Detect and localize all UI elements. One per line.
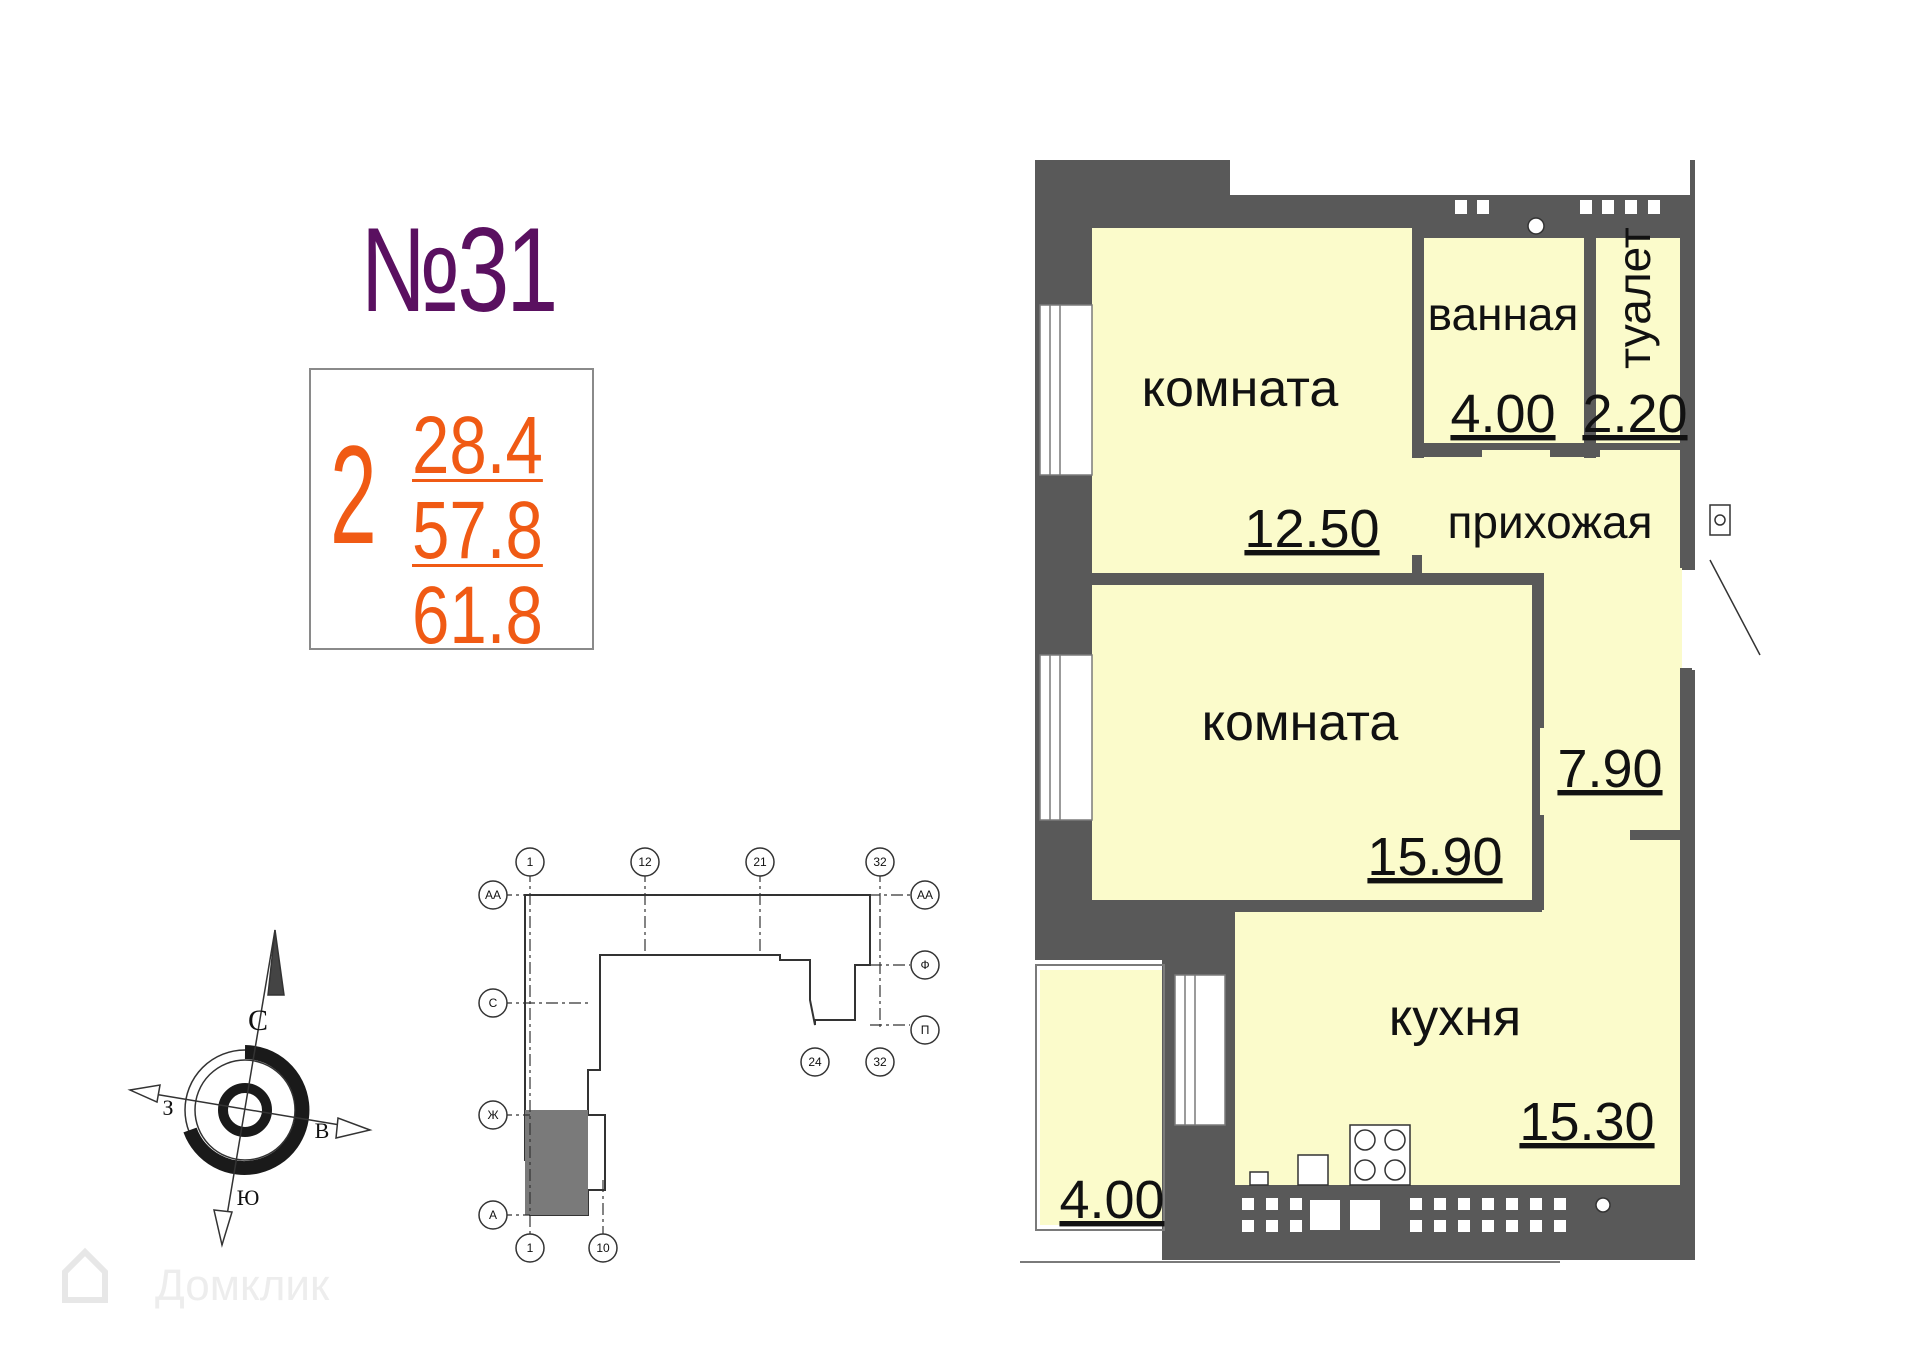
north-arrow-icon: [267, 929, 285, 996]
apartment-info-box: [309, 368, 594, 650]
axis-top-4: 32: [873, 855, 887, 869]
room-balcony: [1040, 970, 1162, 1225]
room-name-hallway: прихожая: [1447, 496, 1652, 548]
stove-icon: [1249, 1124, 1411, 1186]
axis-left-2: С: [489, 996, 498, 1010]
room-bathroom: [1424, 238, 1584, 443]
axis-right-2: Ф: [920, 958, 929, 972]
apartment-number: №31: [360, 203, 558, 337]
watermark: Домклик: [62, 1247, 330, 1310]
living-area: 28.4: [412, 400, 543, 491]
room-area-toilet: 2.20: [1582, 384, 1687, 444]
room-area-bathroom: 4.00: [1450, 384, 1555, 444]
room-name-toilet: туалет: [1608, 227, 1660, 369]
room-name-bathroom: ванная: [1428, 288, 1579, 340]
room-area-hallway: 7.90: [1557, 739, 1662, 799]
axis-top-2: 12: [638, 855, 652, 869]
room-name-bedroom-2: комната: [1202, 694, 1399, 752]
apartment-floor-plan: комната 12.50 ванная 4.00 туалет 2.20 пр…: [1020, 145, 1761, 1263]
compass-north-label: С: [248, 1004, 268, 1037]
axis-left-4: А: [489, 1208, 497, 1222]
axis-bottom-3: 24: [808, 1055, 822, 1069]
axis-left-1: АА: [485, 888, 501, 902]
axis-top-3: 21: [753, 855, 767, 869]
compass-west-label: З: [162, 1095, 173, 1120]
rooms-count: 2: [330, 416, 377, 573]
axis-bottom-1: 1: [527, 1241, 534, 1255]
axis-bottom-4: 32: [873, 1055, 887, 1069]
axis-left-3: Ж: [487, 1108, 498, 1122]
building-key-plan: 1 12 21 32 АА С Ж А АА Ф П 1 10 24 32: [478, 847, 940, 1263]
room-area-bedroom-1: 12.50: [1244, 499, 1379, 559]
house-icon: [62, 1247, 108, 1303]
room-toilet: [1596, 238, 1680, 443]
compass-east-label: В: [315, 1118, 330, 1143]
room-area-kitchen: 15.30: [1519, 1092, 1654, 1152]
axis-top-1: 1: [527, 855, 534, 869]
room-name-kitchen: кухня: [1389, 989, 1521, 1047]
apartment-highlight: [525, 1110, 588, 1215]
room-area-balcony: 4.00: [1059, 1170, 1164, 1230]
room-kitchen: [1235, 910, 1682, 1185]
compass-rose: [127, 929, 373, 1248]
watermark-text: Домклик: [155, 1261, 330, 1310]
axis-right-1: АА: [917, 888, 933, 902]
axis-right-3: П: [921, 1023, 930, 1037]
room-hallway-upper: [1412, 450, 1682, 575]
room-bedroom-2: [1092, 585, 1532, 900]
total-area-with-balcony: 61.8: [412, 570, 543, 661]
axis-bottom-2: 10: [596, 1241, 610, 1255]
room-hallway-lower: [1540, 575, 1682, 910]
room-name-bedroom-1: комната: [1142, 360, 1339, 418]
room-bedroom-1: [1092, 228, 1412, 573]
compass-ring: [183, 1045, 310, 1175]
room-area-bedroom-2: 15.90: [1367, 827, 1502, 887]
total-area: 57.8: [412, 485, 543, 576]
compass-south-label: Ю: [237, 1185, 260, 1210]
